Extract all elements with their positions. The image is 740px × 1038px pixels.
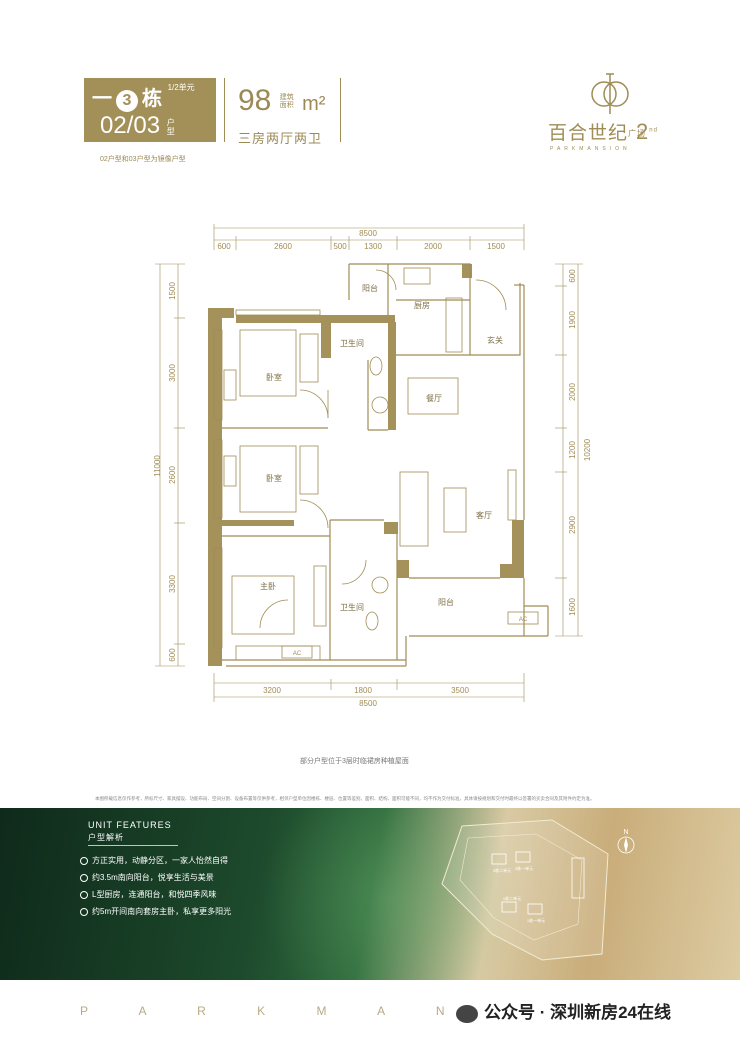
- site-label: 3栋二单元: [493, 867, 511, 873]
- feature-text: 约5m开间南向套房主卧，私享更多阳光: [92, 907, 232, 916]
- logo-name-en: PARKMANSION: [550, 146, 631, 152]
- dim-top-6: 1500: [487, 242, 505, 251]
- project-logo: 百合世纪广场2nd PARKMANSION: [540, 68, 680, 158]
- dim-bottom-1: 3200: [263, 686, 281, 695]
- dim-right-3: 2000: [568, 383, 577, 401]
- floor-plan: 8500 600 2600 500 1300 2000 1500 3200 18…: [153, 224, 592, 708]
- feature-text: 方正实用，动静分区，一家人怡然自得: [92, 856, 228, 865]
- dim-top-1: 600: [217, 242, 231, 251]
- logo-number: 2: [636, 119, 650, 144]
- header-divider: [224, 78, 225, 142]
- room-kitchen: 厨房: [414, 300, 430, 310]
- dim-right-2: 1900: [568, 311, 577, 329]
- area-unit: m²: [302, 93, 326, 115]
- site-label: 3栋一单元: [515, 865, 533, 871]
- dim-right-4: 1200: [568, 441, 577, 459]
- ac-label-balcony: AC: [519, 617, 528, 623]
- site-label: 1栋二单元: [503, 895, 521, 901]
- room-entry: 玄关: [487, 335, 503, 345]
- dim-bottom-total: 8500: [359, 699, 377, 708]
- dim-right-total: 10200: [583, 438, 592, 461]
- dim-left-1: 1500: [168, 282, 177, 300]
- compass-label: N: [623, 829, 628, 836]
- bullet-icon: [80, 907, 88, 916]
- room-living: 客厅: [476, 510, 492, 520]
- dim-top-total: 8500: [359, 229, 377, 238]
- room-bedroom-1: 卧室: [266, 372, 282, 382]
- feature-item: 约5m开间南向套房主卧，私享更多阳光: [80, 906, 231, 917]
- feature-item: L型厨房，连通阳台，和悦四季风味: [80, 889, 216, 900]
- dim-left-2: 3000: [168, 364, 177, 382]
- site-plan-map: 3栋二单元 3栋一单元 1栋二单元 1栋一单元: [441, 819, 609, 961]
- site-label: 1栋一单元: [527, 917, 545, 923]
- feature-item: 约3.5m南向阳台，悦享生活与美景: [80, 872, 214, 883]
- dim-top-5: 2000: [424, 242, 442, 251]
- wechat-watermark: 公众号 · 深圳新房24在线: [456, 998, 671, 1023]
- features-divider: [88, 845, 178, 846]
- area-display: 98 建筑面积 m²: [238, 84, 325, 118]
- footer-letters: P A R K M A N: [80, 1004, 468, 1018]
- disclaimer: 本图所载信息仅作参考，所标尺寸、家具摆设、功能布局、空间分割、设备布置等仅供参考…: [95, 796, 595, 801]
- bullet-icon: [80, 890, 88, 899]
- dim-top-4: 1300: [364, 242, 382, 251]
- bullet-icon: [80, 873, 88, 882]
- compass-icon: N: [617, 829, 635, 854]
- logo-emblem-icon: [591, 73, 629, 114]
- wechat-text: 公众号 · 深圳新房24在线: [484, 1003, 672, 1022]
- dim-left-total: 11000: [153, 455, 162, 477]
- room-master: 主卧: [260, 581, 276, 591]
- area-value: 98: [238, 84, 272, 117]
- room-balcony-top: 阳台: [362, 283, 378, 293]
- dim-left-5: 600: [168, 648, 177, 662]
- building-prefix: 一: [92, 88, 112, 110]
- unit-types: 02/03: [100, 112, 161, 139]
- feature-item: 方正实用，动静分区，一家人怡然自得: [80, 855, 228, 866]
- room-dining: 餐厅: [426, 394, 442, 403]
- unit-type-line: 02/03 户型: [100, 112, 177, 140]
- dim-right-1: 600: [568, 269, 577, 283]
- room-balcony-bottom: 阳台: [438, 597, 454, 607]
- features-title-en: UNIT FEATURES: [88, 820, 172, 830]
- dim-top-2: 2600: [274, 242, 292, 251]
- feature-text: 约3.5m南向阳台，悦享生活与美景: [92, 873, 214, 882]
- room-bath-2: 卫生间: [340, 602, 364, 612]
- dim-top-3: 500: [333, 242, 347, 251]
- ac-label-master: AC: [293, 651, 302, 657]
- dim-left-3: 2600: [168, 466, 177, 484]
- header-divider-2: [340, 78, 341, 142]
- dim-bottom-3: 3500: [451, 686, 469, 695]
- unit-note: 1/2单元: [167, 83, 195, 92]
- wechat-icon: [456, 1004, 478, 1023]
- mirror-note: 02户型和03户型为镜像户型: [100, 156, 186, 163]
- dim-right-5: 2900: [568, 516, 577, 534]
- dim-left-4: 3300: [168, 575, 177, 593]
- unit-type-word: 户型: [166, 117, 175, 136]
- feature-text: L型厨房，连通阳台，和悦四季风味: [92, 890, 217, 899]
- bullet-icon: [80, 856, 88, 865]
- logo-sup: nd: [649, 127, 658, 134]
- building-number: 3: [116, 90, 138, 112]
- features-title-cn: 户型解析: [88, 833, 124, 842]
- logo-name-cn: 百合世纪: [548, 123, 629, 144]
- banner-sheen: [260, 808, 520, 980]
- building-word: 栋: [142, 88, 162, 110]
- logo-name: 百合世纪广场2nd: [548, 118, 658, 145]
- footer-letters-text: P A R K M A N: [80, 1004, 469, 1018]
- layout-text: 三房两厅两卫: [238, 131, 323, 146]
- features-banner: [0, 808, 740, 980]
- area-label: 建筑面积: [279, 94, 294, 110]
- floor-note: 部分户型位于3层时临裙房种植屋面: [300, 758, 409, 765]
- room-bedroom-2: 卧室: [266, 473, 282, 483]
- dim-right-6: 1600: [568, 598, 577, 616]
- room-bath-1: 卫生间: [340, 338, 364, 348]
- dim-bottom-2: 1800: [354, 686, 372, 695]
